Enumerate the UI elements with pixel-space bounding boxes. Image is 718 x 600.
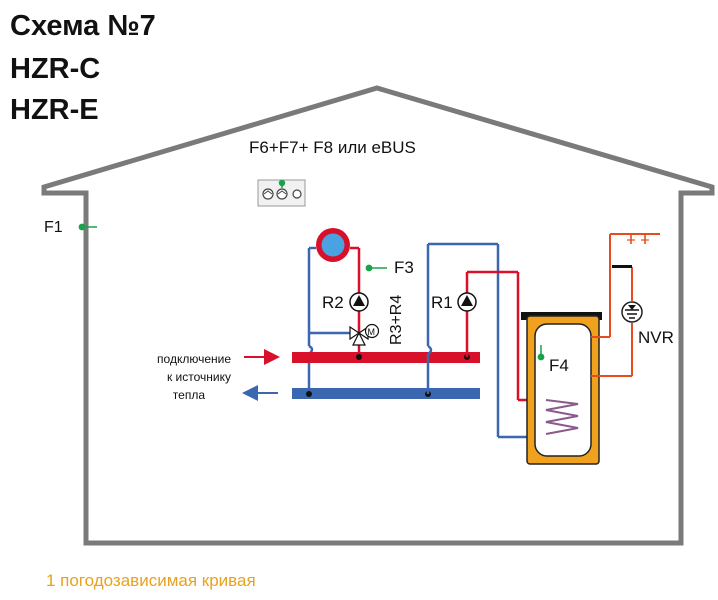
dial-icon bbox=[292, 189, 302, 199]
controller-sensor-dot bbox=[278, 179, 286, 187]
footer-note: 1 погодозависимая кривая bbox=[46, 571, 256, 590]
dhw-tank bbox=[521, 312, 602, 465]
dhw-outlet-lines bbox=[591, 233, 660, 377]
pump-r1-label: R1 bbox=[431, 293, 453, 312]
pump-r3r4-label: R3+R4 bbox=[388, 295, 405, 345]
connection-label-line2: к источнику bbox=[167, 370, 231, 384]
dial-icon bbox=[276, 188, 288, 200]
connection-label-line3: тепла bbox=[173, 388, 206, 402]
sensor-f4-label: F4 bbox=[549, 356, 569, 375]
mixer-motor-icon bbox=[364, 323, 380, 339]
sensor-f1-label: F1 bbox=[44, 219, 63, 236]
heat-source-connection bbox=[242, 349, 280, 401]
pump-r2-label: R2 bbox=[322, 293, 344, 312]
controller-label: F6+F7+ F8 или eBUS bbox=[249, 138, 416, 157]
model-hzr-e: HZR-E bbox=[10, 94, 99, 126]
connection-label-line1: подключение bbox=[157, 352, 231, 366]
heating-circuit-mixed bbox=[307, 228, 387, 394]
model-hzr-c: HZR-C bbox=[10, 53, 101, 85]
sensor-f3-label: F3 bbox=[394, 258, 414, 277]
return-header bbox=[292, 388, 480, 399]
nvr-label: NVR bbox=[638, 328, 674, 347]
nvr-sensor-icon bbox=[621, 301, 643, 323]
dial-icon bbox=[262, 188, 274, 200]
controller-unit bbox=[257, 179, 306, 207]
mixer-valve-icon bbox=[349, 325, 361, 341]
supply-header bbox=[292, 352, 480, 363]
scheme-title: Схема №7 bbox=[10, 10, 156, 42]
mixer-motor-letter: M bbox=[368, 327, 376, 337]
